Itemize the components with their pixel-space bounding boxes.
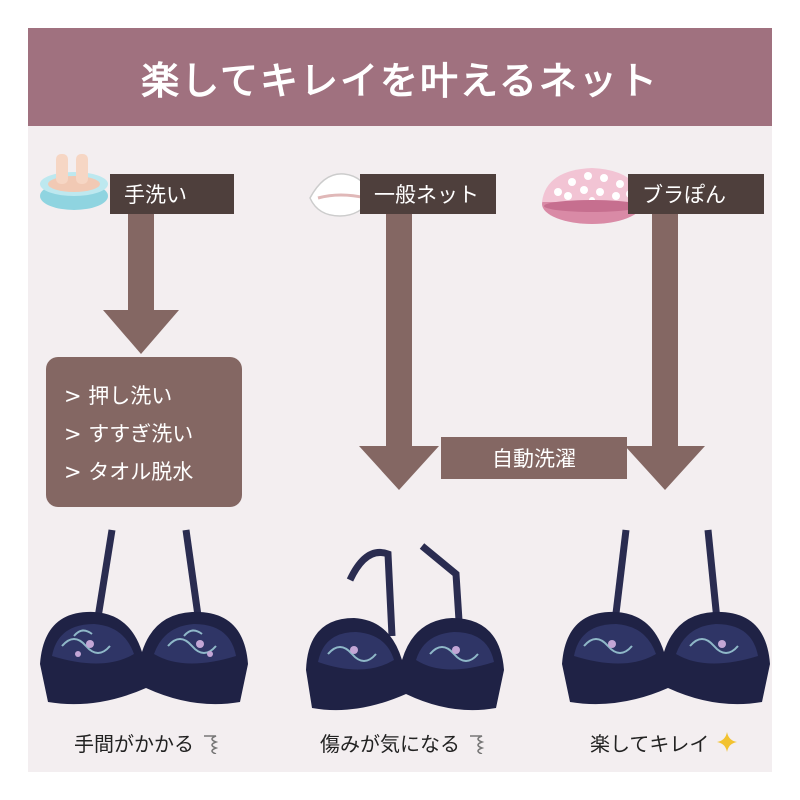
label-brapon-text: ブラぽん (642, 183, 726, 207)
hand-wash-basin-icon (40, 154, 108, 210)
banner-title: 楽してキレイを叶えるネット (141, 57, 659, 103)
step-item: > すすぎ洗い (64, 422, 194, 446)
arrow-brapon-shaft (652, 214, 678, 446)
arrow-general-net-head (359, 446, 439, 490)
caption-brapon-text: 楽してキレイ (590, 732, 710, 756)
bra-image (40, 529, 248, 705)
label-hand-wash-text: 手洗い (124, 183, 187, 207)
arrow-hand-wash-shaft (128, 214, 154, 310)
sparkle-icon (716, 732, 737, 752)
label-general-net: 一般ネット (360, 174, 496, 214)
auto-wash-label: 自動洗濯 (492, 447, 576, 471)
arrow-general-net-shaft (386, 214, 412, 446)
title-banner: 楽してキレイを叶えるネット (28, 28, 772, 126)
auto-wash-box: 自動洗濯 (441, 437, 627, 479)
hand-wash-steps-box: > 押し洗い > すすぎ洗い > タオル脱水 (46, 357, 242, 507)
squiggle-icon (204, 735, 219, 755)
step-item: > 押し洗い (64, 384, 173, 408)
arrow-hand-wash-head (103, 310, 179, 354)
arrow-brapon-head (625, 446, 705, 490)
label-hand-wash: 手洗い (110, 174, 234, 214)
label-general-net-text: 一般ネット (374, 183, 479, 207)
bra-image (306, 543, 504, 711)
caption-general-net-text: 傷みが気になる (320, 732, 460, 756)
caption-general-net: 傷みが気になる (320, 728, 488, 757)
squiggle-icon (470, 735, 485, 755)
bra-image (562, 529, 770, 705)
caption-hand-wash: 手間がかかる (74, 728, 222, 757)
caption-hand-wash-text: 手間がかかる (74, 732, 194, 756)
caption-brapon: 楽してキレイ (590, 728, 738, 757)
step-item: > タオル脱水 (64, 460, 194, 484)
label-brapon: ブラぽん (628, 174, 764, 214)
